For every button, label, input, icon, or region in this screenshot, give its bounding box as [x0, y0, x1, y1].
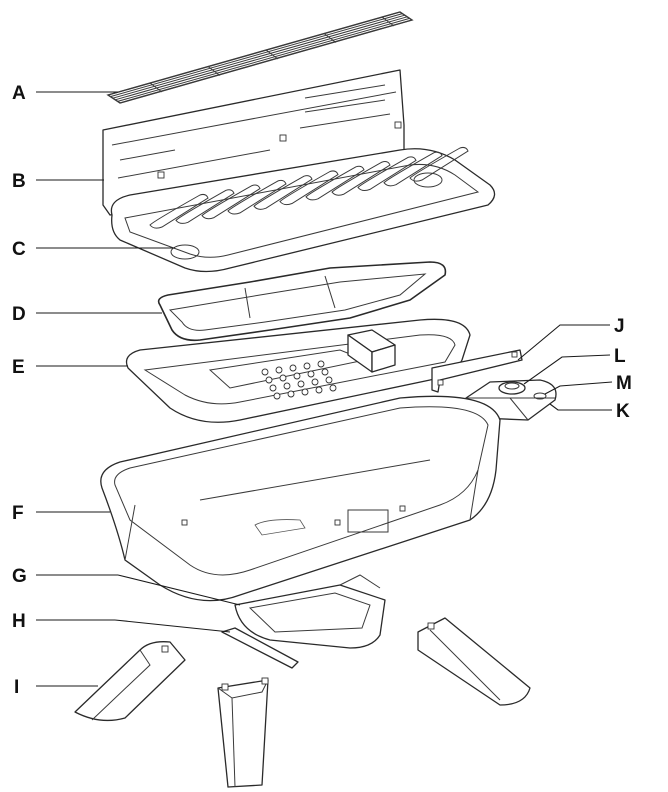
part-a-wire-rack — [106, 11, 414, 104]
part-d-heating-element — [157, 261, 447, 342]
tray-hole — [311, 378, 319, 386]
grill-slot — [201, 184, 261, 220]
part-i-leg-center — [217, 677, 269, 788]
label-h: H — [12, 611, 26, 632]
grill-slot — [331, 161, 391, 196]
grill-slot — [175, 189, 235, 224]
rack-crossbar — [207, 66, 221, 76]
tray-hole — [325, 376, 333, 384]
grill-slot — [279, 170, 339, 206]
grill-slot — [409, 146, 469, 182]
leader-lines — [36, 91, 613, 687]
tray-hole — [275, 366, 283, 374]
tray-hole — [265, 376, 273, 384]
grill-slot — [305, 165, 365, 201]
rack-wire — [112, 14, 405, 99]
tray-hole — [283, 382, 291, 390]
tray-hole — [301, 388, 309, 396]
part-g-grease-tray — [234, 574, 386, 649]
part-labels: A B C D E F G H I J L M K — [12, 83, 632, 698]
rack-wire — [107, 11, 401, 96]
part-i-leg-right — [417, 617, 531, 706]
grill-slot — [227, 179, 287, 215]
tray-hole — [321, 368, 329, 376]
label-j: J — [614, 316, 625, 337]
tray-hole — [303, 362, 311, 370]
tray-hole — [269, 384, 277, 392]
label-f: F — [12, 503, 24, 524]
label-g: G — [12, 566, 27, 587]
label-e: E — [12, 357, 25, 378]
part-h-plate-strip — [221, 627, 299, 669]
rack-crossbar — [323, 33, 337, 43]
tray-hole — [329, 384, 337, 392]
grill-slot — [149, 193, 209, 229]
label-c: C — [12, 239, 26, 260]
tray-hole — [279, 374, 287, 382]
grill-slot — [357, 156, 417, 192]
rack-wire — [119, 19, 413, 104]
grill-slot — [383, 151, 443, 187]
tray-hole — [307, 370, 315, 378]
tray-hole — [297, 380, 305, 388]
label-k: K — [616, 401, 630, 422]
tray-hole — [315, 386, 323, 394]
rack-wire — [110, 13, 403, 98]
rack-wire — [117, 17, 410, 102]
label-i: I — [14, 677, 19, 698]
part-i-leg-left — [74, 641, 186, 722]
part-e-drip-tray — [125, 318, 471, 423]
rack-crossbar — [381, 16, 395, 27]
part-m-probe-socket — [533, 392, 547, 400]
part-j-bracket — [431, 349, 523, 393]
label-a: A — [12, 83, 26, 104]
label-m: M — [616, 373, 632, 394]
rack-crossbar — [149, 82, 163, 93]
tray-hole — [261, 368, 269, 376]
grill-slot — [253, 175, 313, 210]
tray-hole — [287, 390, 295, 398]
label-b: B — [12, 171, 26, 192]
tray-hole — [289, 364, 297, 372]
part-c-grill-plate — [110, 146, 496, 273]
rack-wire — [115, 16, 408, 101]
rack-crossbar — [265, 49, 279, 60]
part-f-base-pan — [100, 395, 501, 602]
tray-hole — [293, 372, 301, 380]
tray-hole — [317, 360, 325, 368]
label-l: L — [614, 346, 626, 367]
tray-hole — [273, 392, 281, 400]
part-l-knob — [498, 381, 526, 395]
label-d: D — [12, 304, 26, 325]
